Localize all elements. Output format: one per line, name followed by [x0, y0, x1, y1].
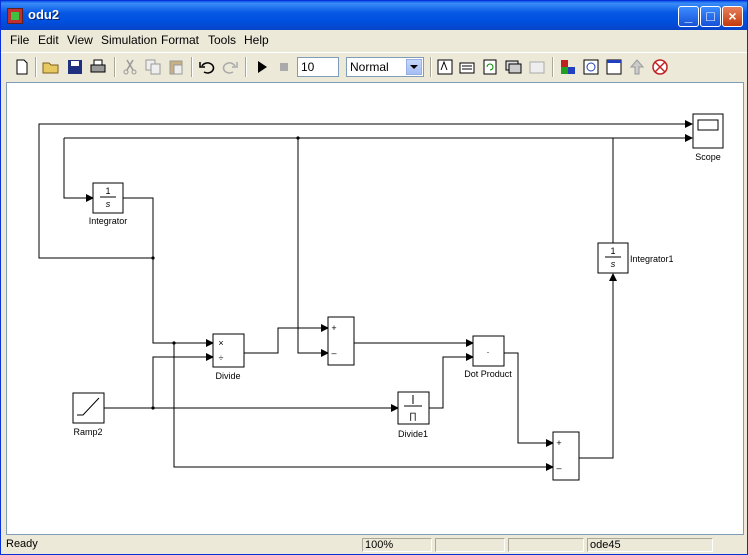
toolbar: 10 Normal	[1, 52, 747, 81]
divide-block[interactable]: × ÷ Divide	[212, 333, 245, 381]
zoom-level: 100%	[362, 538, 432, 552]
svg-text:÷: ÷	[219, 353, 224, 363]
svg-text:∏: ∏	[409, 411, 416, 422]
status-bar: Ready 100% ode45	[1, 536, 747, 554]
svg-text:+: +	[331, 323, 336, 333]
divide1-block[interactable]: ∏ Divide1	[397, 391, 430, 439]
save-icon[interactable]	[66, 58, 84, 76]
new-model-icon[interactable]	[13, 58, 31, 76]
ramp2-block[interactable]: Ramp2	[72, 392, 105, 437]
simulink-icon	[7, 8, 23, 24]
open-folder-icon[interactable]	[42, 58, 60, 76]
svg-text:s: s	[611, 259, 616, 269]
integrator1-label: Integrator1	[630, 254, 674, 264]
print-icon[interactable]	[89, 58, 107, 76]
refresh-icon[interactable]	[481, 58, 499, 76]
menu-tools[interactable]: Tools	[208, 33, 237, 47]
signal-line[interactable]	[579, 273, 617, 459]
title-bar[interactable]: odu2 _ □ ×	[1, 1, 747, 30]
svg-text:+: +	[556, 438, 561, 448]
signal-lines	[38, 120, 693, 471]
menu-view[interactable]: View	[67, 33, 93, 47]
status-text: Ready	[6, 538, 38, 550]
library-browser-icon[interactable]	[504, 58, 522, 76]
svg-text:·: ·	[487, 347, 490, 357]
ramp2-label: Ramp2	[73, 427, 102, 437]
divide1-label: Divide1	[398, 429, 428, 439]
menu-edit[interactable]: Edit	[38, 33, 59, 47]
scope-block[interactable]: Scope	[692, 113, 724, 162]
sum-block[interactable]: + –	[327, 316, 355, 366]
copy-icon[interactable]	[144, 58, 162, 76]
solver-name: ode45	[587, 538, 713, 552]
sum2-block[interactable]: + –	[552, 431, 580, 481]
library-icon[interactable]	[559, 58, 577, 76]
block-diagram: Scope 1 s Integrator 1 s Integrator1	[38, 113, 724, 481]
close-button[interactable]: ×	[722, 6, 743, 27]
svg-text:1: 1	[610, 246, 615, 256]
model-browser-icon[interactable]	[605, 58, 623, 76]
signal-line[interactable]	[152, 353, 214, 408]
status-panel-empty	[508, 538, 584, 552]
minimize-button[interactable]: _	[678, 6, 699, 27]
model-canvas[interactable]: Scope 1 s Integrator 1 s Integrator1	[6, 82, 744, 535]
svg-text:1: 1	[105, 186, 110, 196]
menu-file[interactable]: File	[10, 33, 30, 47]
signal-line[interactable]	[152, 258, 214, 347]
menu-bar: File Edit View Simulation Format Tools H…	[1, 30, 747, 50]
redo-icon[interactable]	[221, 58, 239, 76]
divide-label: Divide	[215, 371, 240, 381]
signal-line[interactable]	[297, 138, 329, 357]
dot-product-label: Dot Product	[464, 369, 512, 379]
signal-line[interactable]	[38, 120, 693, 259]
window-title: odu2	[28, 7, 60, 22]
signal-line[interactable]	[429, 353, 474, 409]
signal-line[interactable]	[173, 343, 554, 471]
svg-text:–: –	[556, 463, 561, 473]
signal-line[interactable]	[123, 197, 154, 258]
branch-points	[151, 136, 300, 410]
scope-label: Scope	[695, 152, 721, 162]
cut-icon[interactable]	[121, 58, 139, 76]
stop-simulation-icon[interactable]	[275, 58, 293, 76]
update-diagram-icon[interactable]	[458, 58, 476, 76]
svg-text:–: –	[331, 348, 336, 358]
maximize-button[interactable]: □	[700, 6, 721, 27]
integrator-label: Integrator	[89, 216, 128, 226]
model-explorer-icon[interactable]	[528, 58, 546, 76]
integrator1-block[interactable]: 1 s Integrator1	[597, 242, 674, 274]
undo-icon[interactable]	[198, 58, 216, 76]
debugger-icon[interactable]	[582, 58, 600, 76]
stop-time-input[interactable]: 10	[297, 57, 339, 77]
svg-text:×: ×	[218, 338, 223, 348]
signal-line[interactable]	[244, 324, 329, 354]
paste-icon[interactable]	[167, 58, 185, 76]
status-panel-empty	[435, 538, 505, 552]
svg-text:s: s	[106, 199, 111, 209]
menu-format[interactable]: Format	[161, 33, 200, 47]
go-to-parent-icon[interactable]	[628, 58, 646, 76]
menu-simulation[interactable]: Simulation	[101, 33, 158, 47]
dot-product-block[interactable]: · Dot Product	[464, 335, 512, 379]
menu-help[interactable]: Help	[244, 33, 269, 47]
integrator-block[interactable]: 1 s Integrator	[89, 182, 128, 226]
chevron-down-icon[interactable]	[406, 59, 422, 75]
debug-icon[interactable]	[651, 58, 669, 76]
simulation-mode-select[interactable]: Normal	[346, 57, 424, 77]
start-simulation-icon[interactable]	[253, 58, 271, 76]
signal-line[interactable]	[63, 138, 94, 202]
signal-line[interactable]	[504, 352, 554, 447]
build-icon[interactable]	[436, 58, 454, 76]
